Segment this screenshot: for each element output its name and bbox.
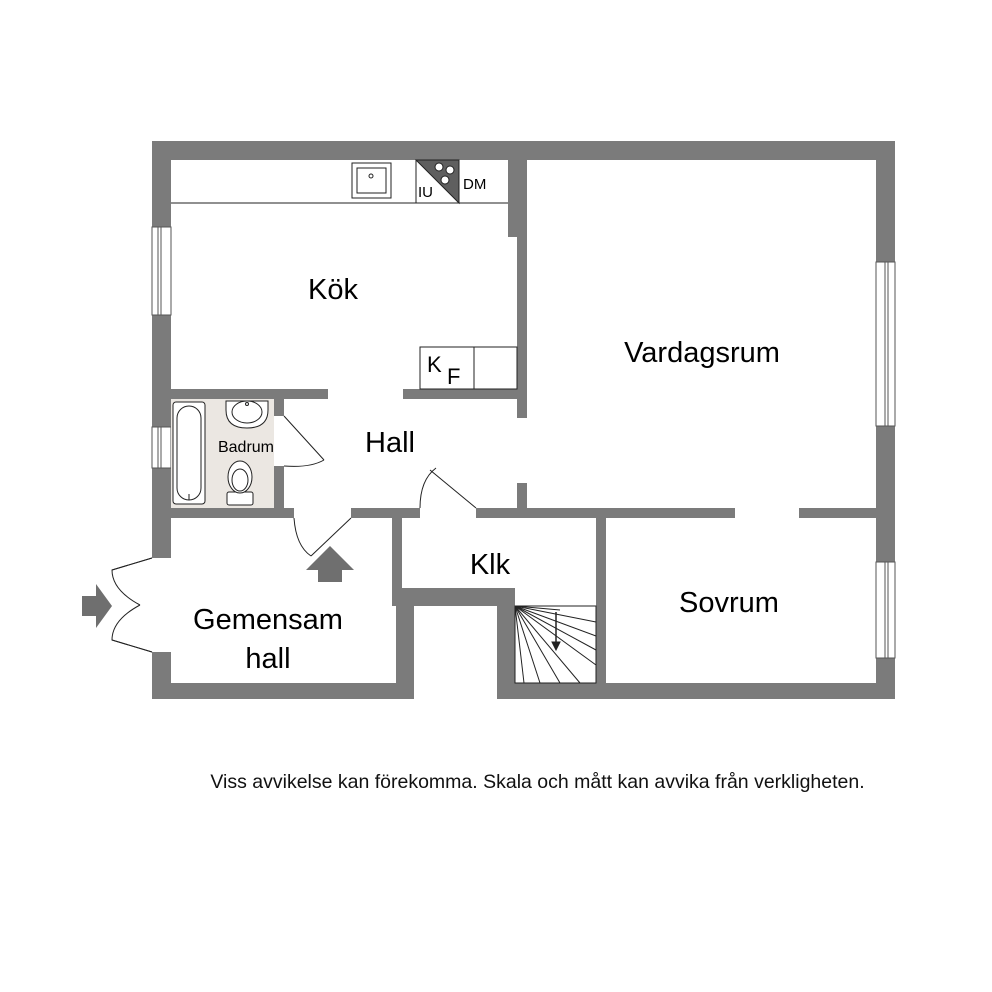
wall-kitchen-living bbox=[517, 237, 527, 418]
wall-notch-right bbox=[497, 588, 515, 699]
room-klk: Klk bbox=[470, 549, 511, 581]
doors bbox=[111, 415, 477, 653]
wall-bath-bottom bbox=[152, 508, 294, 518]
room-vardagsrum: Vardagsrum bbox=[624, 337, 780, 369]
sink-icon bbox=[351, 162, 392, 199]
wall-kitchen-living-upper bbox=[508, 141, 527, 237]
entrance-arrow-icon bbox=[82, 546, 354, 628]
wall-gemensam-klk bbox=[392, 508, 402, 606]
wall-bottom-left bbox=[152, 683, 414, 699]
wall-left-upper bbox=[152, 141, 171, 227]
fridge-freezer bbox=[419, 346, 518, 390]
room-badrum: Badrum bbox=[218, 439, 274, 456]
wall-right-mid bbox=[876, 426, 895, 562]
room-kok: Kök bbox=[308, 274, 358, 306]
wall-notch-left bbox=[396, 588, 414, 699]
wall-notch-top bbox=[396, 588, 515, 606]
wall-living-stub bbox=[517, 483, 527, 518]
wall-right-top bbox=[876, 141, 895, 262]
dm-label: DM bbox=[463, 176, 486, 193]
room-gemensam-hall-line2: hall bbox=[245, 643, 290, 675]
toilet-icon bbox=[226, 460, 254, 506]
bathtub-icon bbox=[172, 401, 206, 505]
walls bbox=[152, 141, 895, 699]
wall-hall-bottom-c bbox=[799, 508, 895, 518]
wall-kitchen-bottom-right bbox=[403, 389, 527, 399]
wall-bath-right-low bbox=[274, 466, 284, 518]
room-sovrum: Sovrum bbox=[679, 587, 779, 619]
k-label: K bbox=[427, 352, 442, 377]
washbasin-icon bbox=[225, 400, 269, 429]
wall-left-mid bbox=[152, 315, 171, 427]
room-gemensam-hall-line1: Gemensam bbox=[193, 604, 343, 636]
iu-label: IU bbox=[418, 184, 433, 201]
stove-icon bbox=[414, 159, 460, 205]
wall-bath-right-top bbox=[274, 399, 284, 416]
room-hall: Hall bbox=[365, 427, 415, 459]
wall-klk-sovrum bbox=[596, 508, 606, 699]
windows bbox=[151, 226, 896, 659]
f-label: F bbox=[447, 364, 460, 389]
wall-kitchen-bottom-left bbox=[152, 389, 328, 399]
wall-bottom-right bbox=[497, 683, 895, 699]
wall-hall-bottom-a bbox=[351, 508, 420, 518]
stairs-icon bbox=[514, 605, 597, 684]
disclaimer-text: Viss avvikelse kan förekomma. Skala och … bbox=[210, 771, 865, 793]
